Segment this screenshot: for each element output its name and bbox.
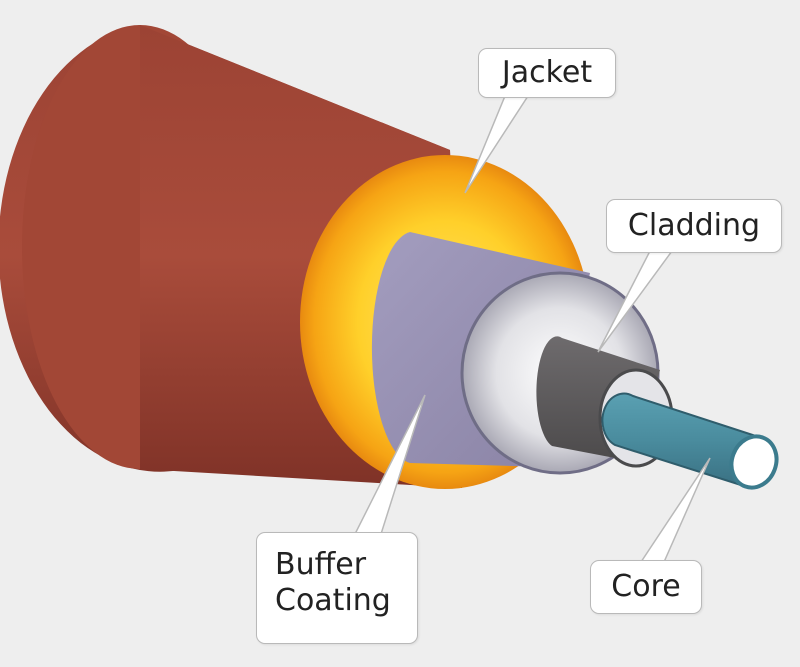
core-end-face: [729, 434, 779, 490]
cladding-label-text: Cladding: [627, 208, 761, 243]
core-label-text: Core: [611, 569, 681, 604]
jacket-label-text: Jacket: [501, 55, 593, 90]
core-layer: [601, 392, 779, 490]
buffer-coating-label-line2: Coating: [275, 583, 391, 618]
callout-pointers: [353, 95, 711, 563]
jacket-label: Jacket: [478, 48, 616, 98]
buffer-coating-label: Buffer Coating: [256, 532, 418, 644]
core-body: [601, 392, 764, 488]
buffer-coating-label-line1: Buffer: [275, 547, 367, 582]
cladding-label: Cladding: [606, 199, 782, 253]
core-pointer: [639, 457, 711, 563]
core-label: Core: [590, 560, 702, 614]
